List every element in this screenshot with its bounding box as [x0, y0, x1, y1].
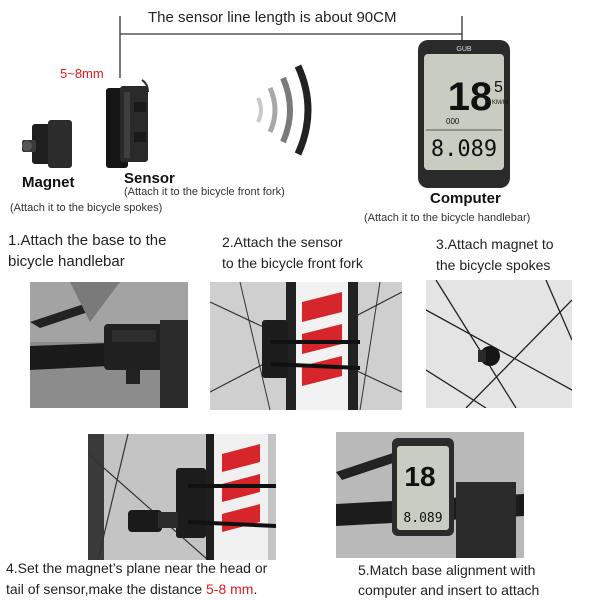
- photo-fork-sensor: [210, 282, 402, 410]
- photo-computer-odo: 8.089: [403, 511, 442, 526]
- step-5-line2: computer and insert to attach: [358, 582, 540, 599]
- photo-handlebar-base: [30, 282, 188, 408]
- step-4-distance-highlight: 5-8 mm: [206, 581, 254, 598]
- step-3-line1: 3.Attach magnet to: [436, 236, 554, 252]
- sensor-line-length-text: The sensor line length is about 90CM: [148, 9, 397, 26]
- step-2-caption: 2.Attach the sensor to the bicycle front…: [222, 234, 363, 271]
- computer-speed-big: 18: [448, 75, 493, 119]
- step-5-caption: 5.Match base alignment with computer and…: [358, 562, 539, 598]
- computer-unit: KM/Hr: [492, 100, 509, 106]
- sensor-title: Sensor: [124, 170, 175, 187]
- step-3-line2: the bicycle spokes: [436, 257, 551, 274]
- wireless-signal-icon: [256, 64, 312, 156]
- computer-brand: GUB: [456, 46, 472, 53]
- step-4-line1: 4.Set the magnet’s plane near the head o…: [6, 560, 268, 576]
- step-1-line1: 1.Attach the base to the: [8, 232, 167, 249]
- magnet-title: Magnet: [22, 174, 75, 191]
- step-2-line2: to the bicycle front fork: [222, 255, 363, 272]
- step-1-caption: 1.Attach the base to the bicycle handleb…: [8, 232, 166, 271]
- sensor-line-bracket: [119, 16, 463, 78]
- step-2-line1: 2.Attach the sensor: [222, 234, 343, 250]
- step-1-line2: bicycle handlebar: [8, 253, 125, 271]
- sensor-illustration: [106, 79, 149, 168]
- computer-illustration: GUB 18 5 KM/Hr 000 8.089: [418, 40, 510, 188]
- magnet-illustration: [22, 120, 72, 168]
- step-3-caption: 3.Attach magnet to the bicycle spokes: [436, 236, 554, 273]
- magnet-note: (Attach it to the bicycle spokes): [10, 202, 163, 214]
- photo-magnet-sensor-distance: [88, 434, 276, 560]
- photo-computer-mounted: 18 8.089: [336, 432, 524, 558]
- computer-aux: 000: [446, 117, 460, 126]
- photo-computer-speed: 18: [404, 461, 435, 492]
- step-4-line2-suffix: .: [253, 581, 258, 598]
- step-4-caption: 4.Set the magnet’s plane near the head o…: [6, 560, 267, 597]
- sensor-note: (Attach it to the bicycle front fork): [124, 186, 285, 198]
- photo-spoke-magnet: [426, 280, 572, 408]
- computer-speed-small: 5: [494, 79, 503, 96]
- distance-label: 5~8mm: [60, 66, 104, 81]
- computer-title: Computer: [430, 190, 501, 207]
- step-4-line2-prefix: tail of sensor,make the distance: [6, 581, 206, 598]
- step-5-line1: 5.Match base alignment with: [358, 562, 536, 578]
- computer-note: (Attach it to the bicycle handlebar): [364, 212, 531, 224]
- computer-odometer: 8.089: [431, 137, 497, 162]
